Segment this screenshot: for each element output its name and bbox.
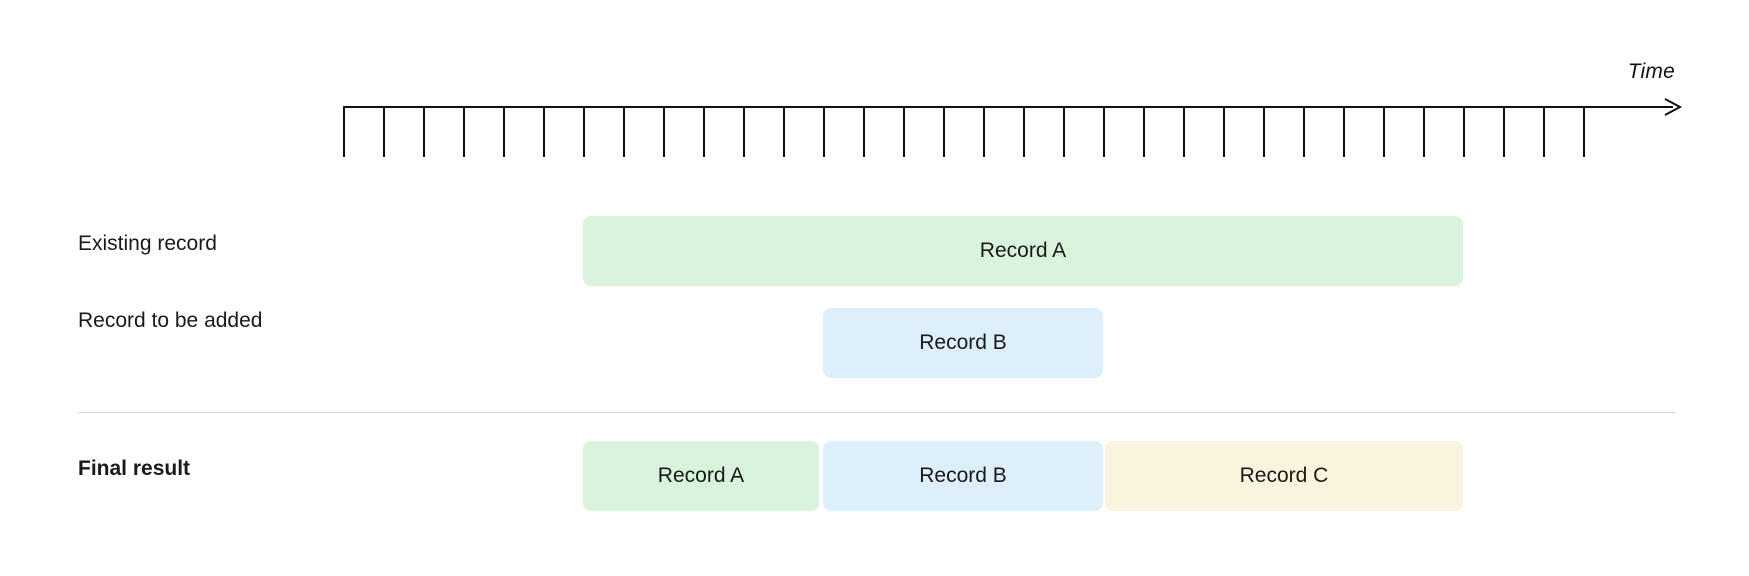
axis-tick xyxy=(903,107,905,157)
row-label-final-result: Final result xyxy=(78,457,191,480)
axis-tick xyxy=(503,107,505,157)
axis-tick xyxy=(343,107,345,157)
row-final-result: Final result Record A Record B Record C xyxy=(0,441,1749,511)
axis-tick xyxy=(823,107,825,157)
axis-tick xyxy=(783,107,785,157)
axis-tick xyxy=(1343,107,1345,157)
axis-tick xyxy=(1263,107,1265,157)
timeline-axis: Time xyxy=(343,60,1683,170)
section-divider xyxy=(78,412,1676,413)
axis-tick xyxy=(943,107,945,157)
axis-tick xyxy=(743,107,745,157)
axis-tick xyxy=(1223,107,1225,157)
axis-tick xyxy=(1463,107,1465,157)
axis-tick xyxy=(1503,107,1505,157)
axis-tick xyxy=(1023,107,1025,157)
axis-tick xyxy=(1423,107,1425,157)
axis-tick xyxy=(463,107,465,157)
axis-tick-group xyxy=(343,107,1673,157)
row-label-record-to-be-added: Record to be added xyxy=(78,309,263,332)
axis-tick xyxy=(583,107,585,157)
axis-tick xyxy=(863,107,865,157)
axis-tick xyxy=(623,107,625,157)
row-record-to-be-added: Record to be added Record B xyxy=(0,308,1749,378)
arrow-right-icon xyxy=(1664,98,1683,116)
axis-tick xyxy=(1303,107,1305,157)
axis-tick xyxy=(383,107,385,157)
bar-record-a-existing: Record A xyxy=(583,216,1463,286)
axis-tick xyxy=(1583,107,1585,157)
bar-record-c-final: Record C xyxy=(1105,441,1463,511)
row-existing-record: Existing record Record A xyxy=(0,216,1749,286)
axis-tick xyxy=(423,107,425,157)
axis-tick xyxy=(1383,107,1385,157)
bar-record-b-final: Record B xyxy=(823,441,1103,511)
row-label-existing-record: Existing record xyxy=(78,232,217,255)
axis-tick xyxy=(663,107,665,157)
axis-line xyxy=(343,106,1673,108)
axis-tick xyxy=(543,107,545,157)
axis-tick xyxy=(983,107,985,157)
axis-tick xyxy=(1143,107,1145,157)
time-axis-label: Time xyxy=(1627,60,1675,83)
axis-tick xyxy=(1183,107,1185,157)
axis-tick xyxy=(703,107,705,157)
bar-record-b-new: Record B xyxy=(823,308,1103,378)
axis-tick xyxy=(1543,107,1545,157)
axis-tick xyxy=(1063,107,1065,157)
bar-record-a-final: Record A xyxy=(583,441,819,511)
axis-tick xyxy=(1103,107,1105,157)
